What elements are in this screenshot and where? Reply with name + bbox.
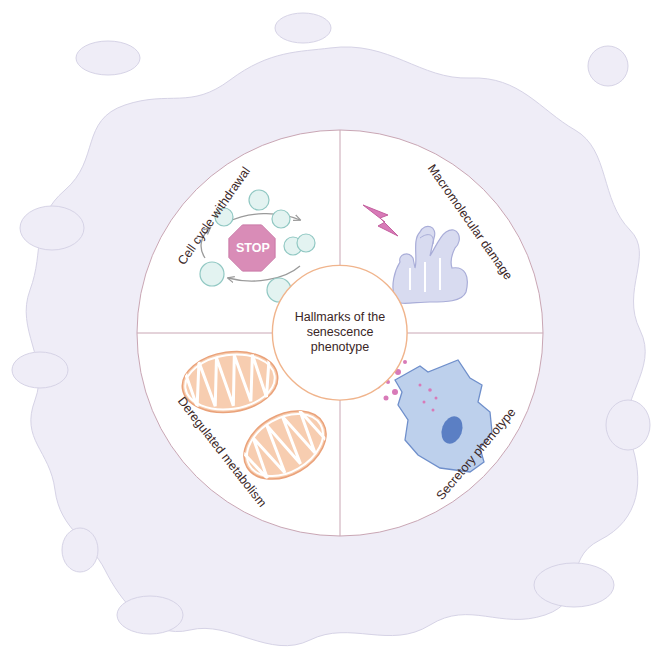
vesicle <box>12 13 650 634</box>
cell-blob <box>26 47 645 646</box>
node-text: Hallmarks of the senescence phenotype <box>293 310 387 355</box>
node-text: STOP <box>236 241 268 256</box>
center-circle: Hallmarks of the senescence phenotype <box>271 264 408 401</box>
hallmark-wheel <box>137 130 543 536</box>
stop-sign: STOP <box>227 223 277 273</box>
